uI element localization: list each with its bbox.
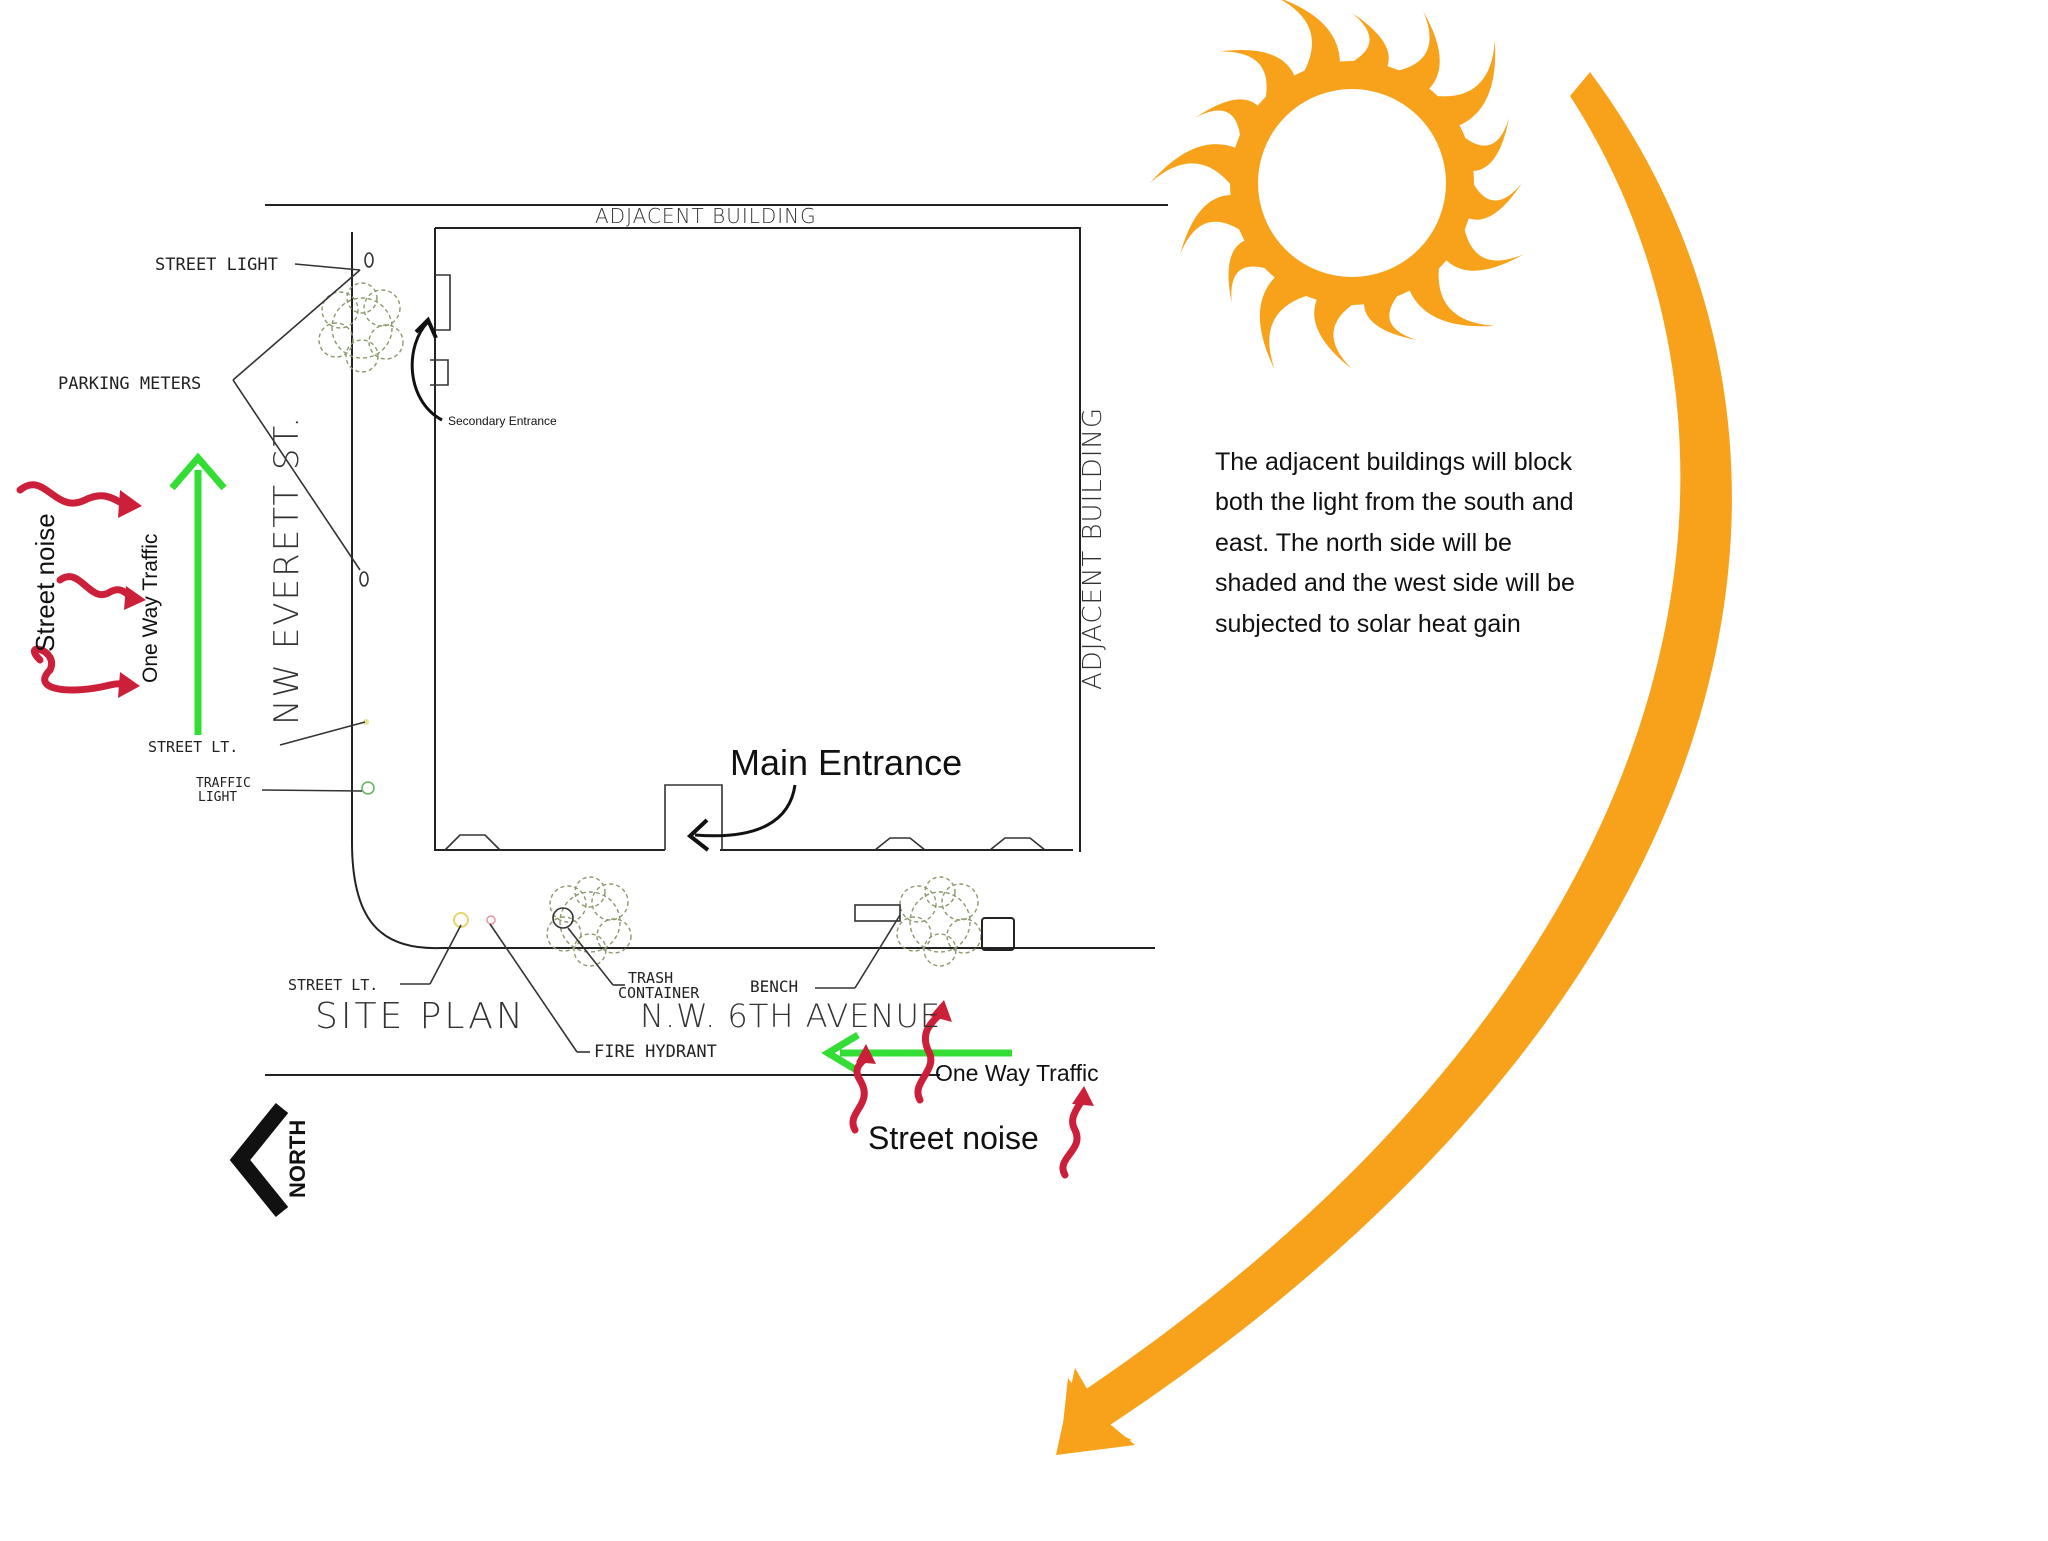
sun-ray xyxy=(1465,177,1522,220)
traffic-light-icon xyxy=(361,781,375,795)
adjacent-building-right-label: ADJACENT BUILDING xyxy=(1078,407,1108,690)
north-label: NORTH xyxy=(285,1120,310,1198)
leader-lines xyxy=(232,263,901,1053)
streets xyxy=(265,204,1168,1076)
description-line-2: both the light from the south and xyxy=(1215,488,1574,516)
north-arrow-icon xyxy=(229,1102,289,1218)
trash-container-label-line2: CONTAINER xyxy=(618,984,700,1002)
noise-arrow xyxy=(56,573,146,610)
building-outline xyxy=(430,227,1081,852)
traffic-light-label-line2: LIGHT xyxy=(198,790,237,805)
secondary-entrance-label: Secondary Entrance xyxy=(448,414,557,428)
description-line-4: shaded and the west side will be xyxy=(1215,569,1575,597)
site-plan-title: SITE PLAN xyxy=(315,996,526,1037)
sun-disc xyxy=(1230,61,1474,305)
street-lt-bottom-label: STREET LT. xyxy=(288,976,378,994)
tree-icon xyxy=(896,876,982,967)
adjacent-building-top-label: ADJACENT BUILDING xyxy=(595,204,817,228)
sun-path-arrow xyxy=(1056,72,1732,1455)
description-line-5: subjected to solar heat gain xyxy=(1215,610,1521,638)
street-light-label: STREET LIGHT xyxy=(155,255,278,275)
description-line-3: east. The north side will be xyxy=(1215,529,1512,557)
noise-arrow xyxy=(914,1000,952,1104)
street-light-icon xyxy=(453,912,469,928)
street-light-icon xyxy=(363,719,369,725)
sun-ray xyxy=(1346,13,1389,70)
main-entrance-label: Main Entrance xyxy=(730,742,962,783)
one-way-traffic-left-label: One Way Traffic xyxy=(139,534,162,683)
noise-arrow xyxy=(1059,1086,1094,1179)
secondary-entrance-arrowhead xyxy=(414,316,438,339)
description-paragraph: The adjacent buildings will block both t… xyxy=(1215,448,1575,638)
street-noise-left-label: Street noise xyxy=(30,513,60,652)
secondary-entrance-arrow xyxy=(410,320,443,422)
parking-meters-label: PARKING METERS xyxy=(58,374,201,394)
sun-ray xyxy=(1443,222,1524,271)
sun-ray xyxy=(1281,0,1340,77)
nw-6th-avenue-label: N.W. 6TH AVENUE xyxy=(640,997,941,1035)
sun-icon xyxy=(1150,0,1524,370)
nw-everett-street-label: NW EVERETT ST. xyxy=(267,415,307,725)
bench-label: BENCH xyxy=(750,977,798,996)
trash-container-icon xyxy=(552,907,574,929)
bench-icon xyxy=(854,904,901,922)
sun-ray xyxy=(1431,40,1496,127)
one-way-traffic-arrow-left xyxy=(169,452,227,735)
trash-container-label-line1: TRASH xyxy=(628,969,673,987)
street-noise-bottom-label: Street noise xyxy=(868,1120,1039,1156)
parking-meter-icon xyxy=(359,571,369,587)
sun-ray xyxy=(1408,262,1495,327)
sun-ray xyxy=(1314,296,1358,369)
sun-ray xyxy=(1228,239,1273,304)
noise-arrow xyxy=(849,1044,876,1134)
fire-hydrant-label: FIRE HYDRANT xyxy=(594,1042,717,1062)
sun-ray xyxy=(1150,144,1239,189)
main-entrance-arrowhead xyxy=(686,818,710,852)
sun-ray xyxy=(1391,11,1440,92)
description-line-1: The adjacent buildings will block xyxy=(1215,448,1573,476)
main-entrance-arrow xyxy=(694,784,797,838)
one-way-traffic-bottom-label: One Way Traffic xyxy=(935,1060,1099,1086)
sun-ray xyxy=(1180,195,1246,255)
noise-arrow xyxy=(16,481,142,518)
noise-arrow xyxy=(30,645,140,698)
south-curb-line xyxy=(351,841,1155,950)
street-light-icon xyxy=(364,252,374,268)
tree-icon xyxy=(546,876,632,967)
fire-hydrant-icon xyxy=(486,915,496,925)
street-noise-arrows xyxy=(16,481,1094,1179)
tree-icon xyxy=(318,282,404,373)
sun-ray xyxy=(1259,274,1313,370)
street-lt-left-label: STREET LT. xyxy=(148,738,238,756)
traffic-light-label-line1: TRAFFIC xyxy=(196,776,251,791)
newspaper-box-icon xyxy=(981,917,1015,951)
